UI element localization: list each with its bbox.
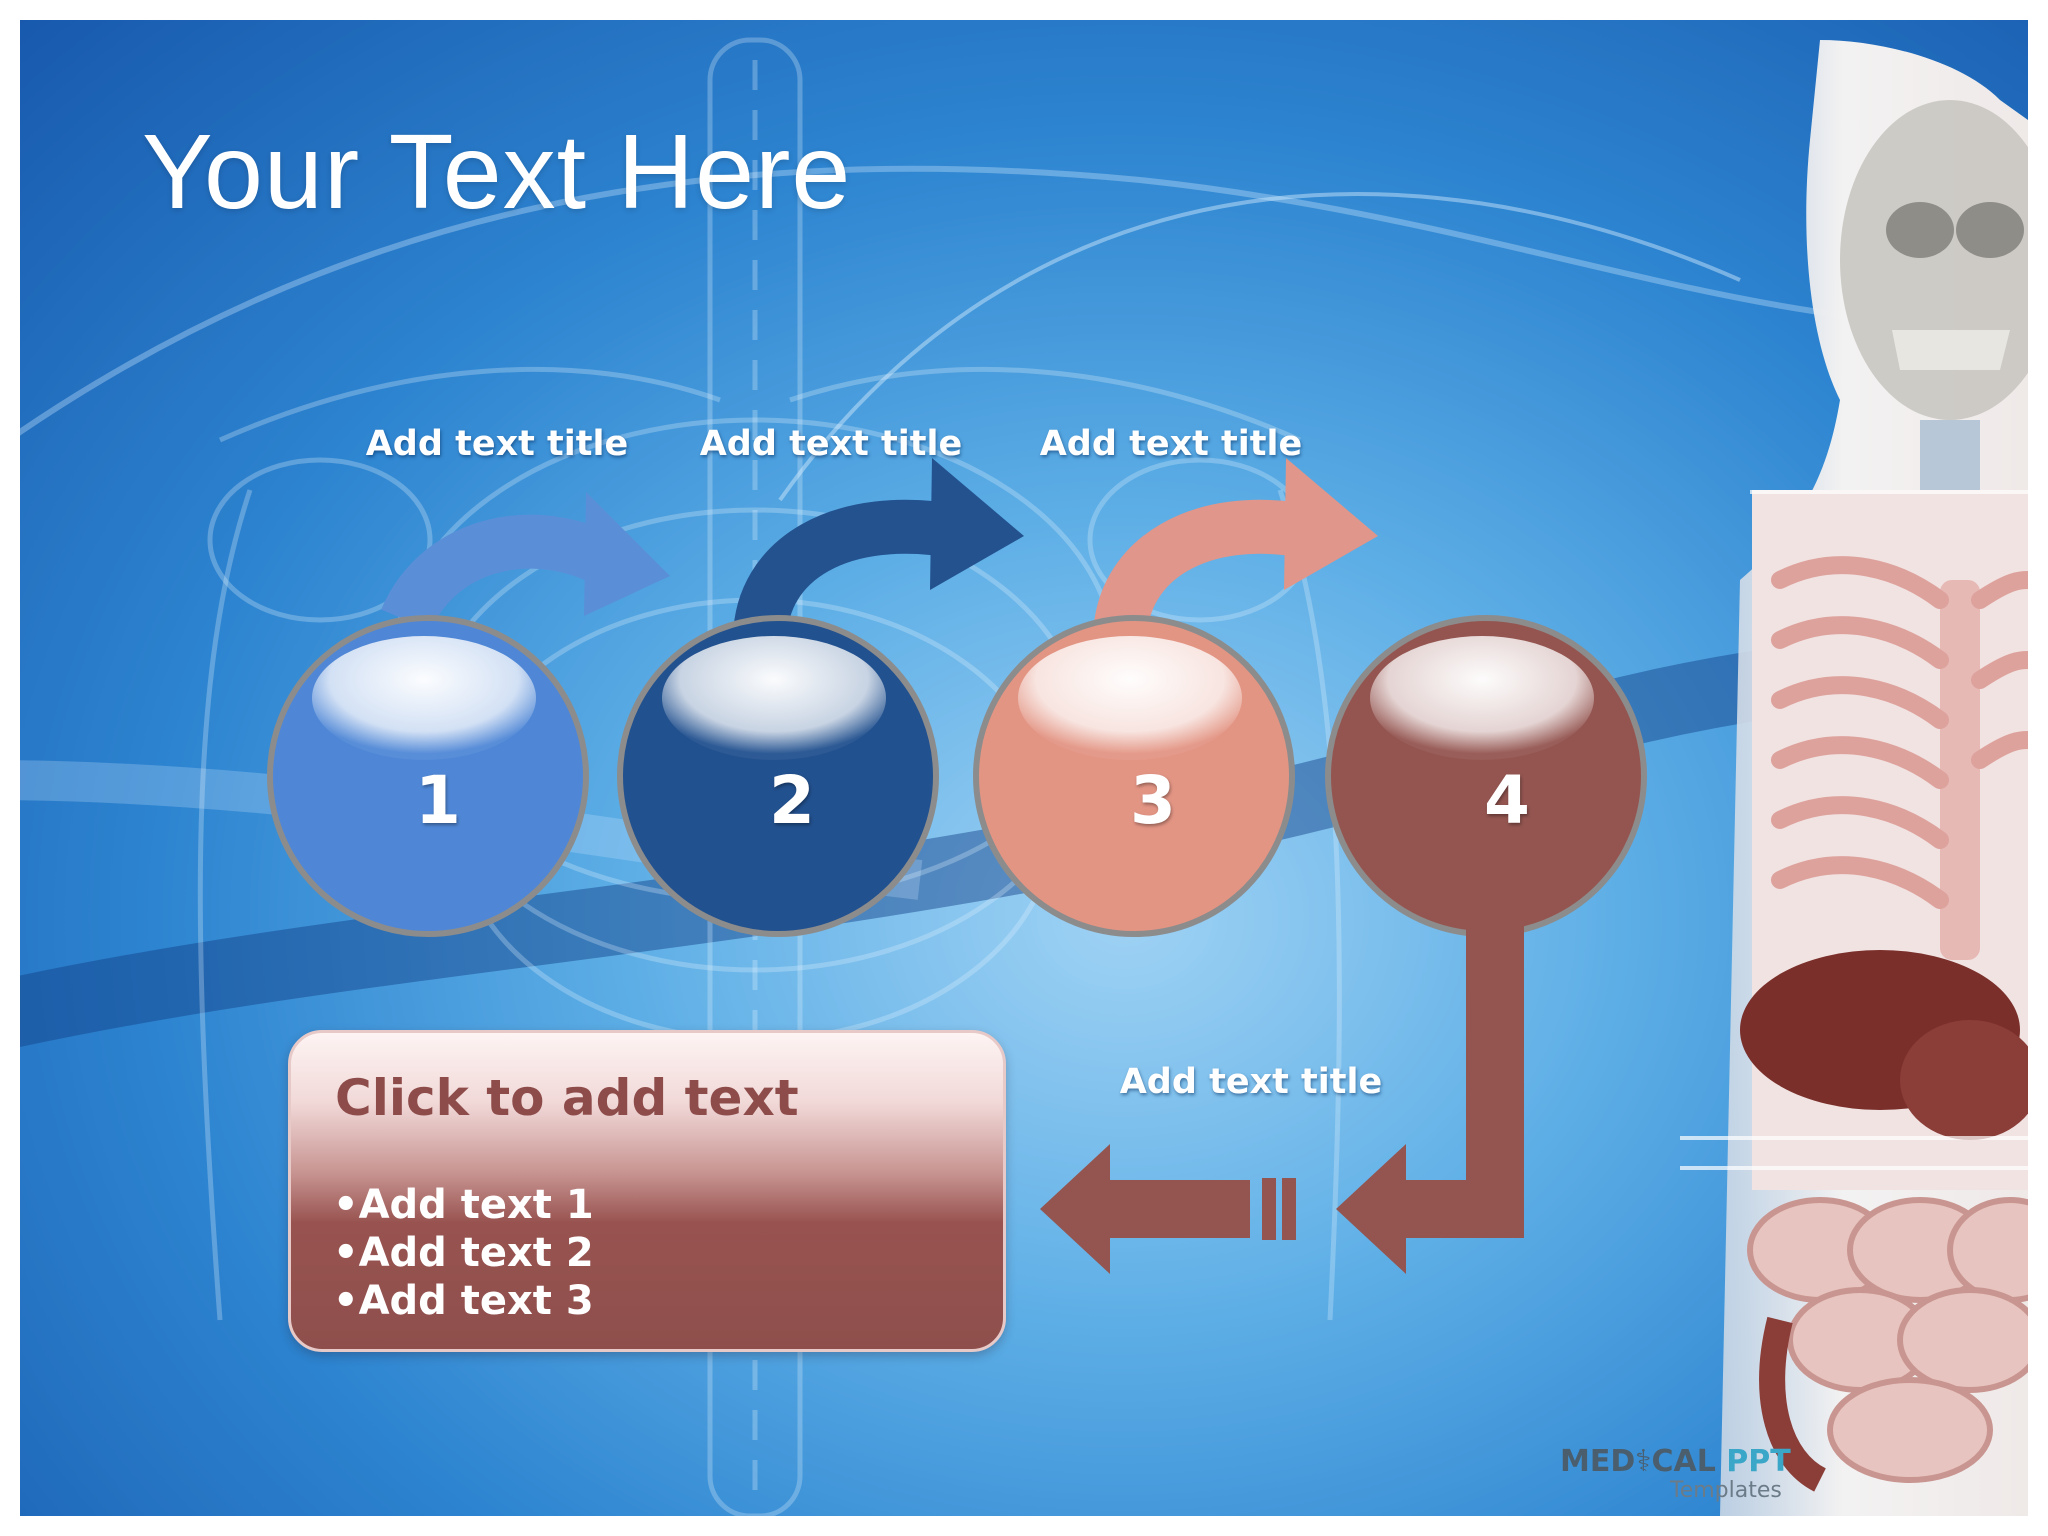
step-title-2[interactable]: Add text title: [699, 424, 963, 464]
bullet-item[interactable]: Add text 3: [333, 1277, 594, 1325]
medical-ppt-logo: MED⚕CAL PPT Templates: [1560, 1444, 1820, 1504]
step-number-3: 3: [1130, 762, 1176, 839]
text-box[interactable]: Click to add text Add text 1 Add text 2 …: [288, 1030, 1006, 1352]
step-circle-1: [267, 615, 589, 937]
step-number-4: 4: [1484, 762, 1530, 839]
slide: Your Text Here Add text title Add text t…: [20, 20, 2028, 1516]
logo-text-ppt: PPT: [1726, 1444, 1791, 1479]
step-circle-2: [617, 615, 939, 937]
logo-text-cal: CAL: [1651, 1444, 1727, 1479]
bullet-item[interactable]: Add text 2: [333, 1229, 594, 1277]
elbow-arrow: [1040, 920, 1524, 1274]
background-illustration: [20, 37, 2028, 1516]
logo-wordmark: MED⚕CAL PPT: [1560, 1444, 1791, 1479]
logo-subtitle: Templates: [1670, 1478, 1782, 1503]
caduceus-icon: ⚕: [1635, 1444, 1652, 1479]
curved-arrow-3: [1093, 458, 1378, 642]
bullet-item[interactable]: Add text 1: [333, 1181, 594, 1229]
step-title-1[interactable]: Add text title: [365, 424, 629, 464]
slide-title[interactable]: Your Text Here: [142, 113, 852, 231]
curved-arrow-1: [381, 492, 670, 632]
logo-text-med: MED: [1560, 1444, 1636, 1479]
step-number-2: 2: [769, 762, 815, 839]
text-box-heading[interactable]: Click to add text: [335, 1069, 799, 1127]
step-title-4[interactable]: Add text title: [1119, 1062, 1383, 1102]
step-number-1: 1: [415, 762, 461, 839]
anatomy-figure: [1680, 40, 2028, 1516]
curved-arrow-2: [733, 458, 1024, 642]
step-circle-3: [973, 615, 1295, 937]
bullet-list: Add text 1 Add text 2 Add text 3: [333, 1181, 594, 1325]
step-title-3[interactable]: Add text title: [1039, 424, 1303, 464]
